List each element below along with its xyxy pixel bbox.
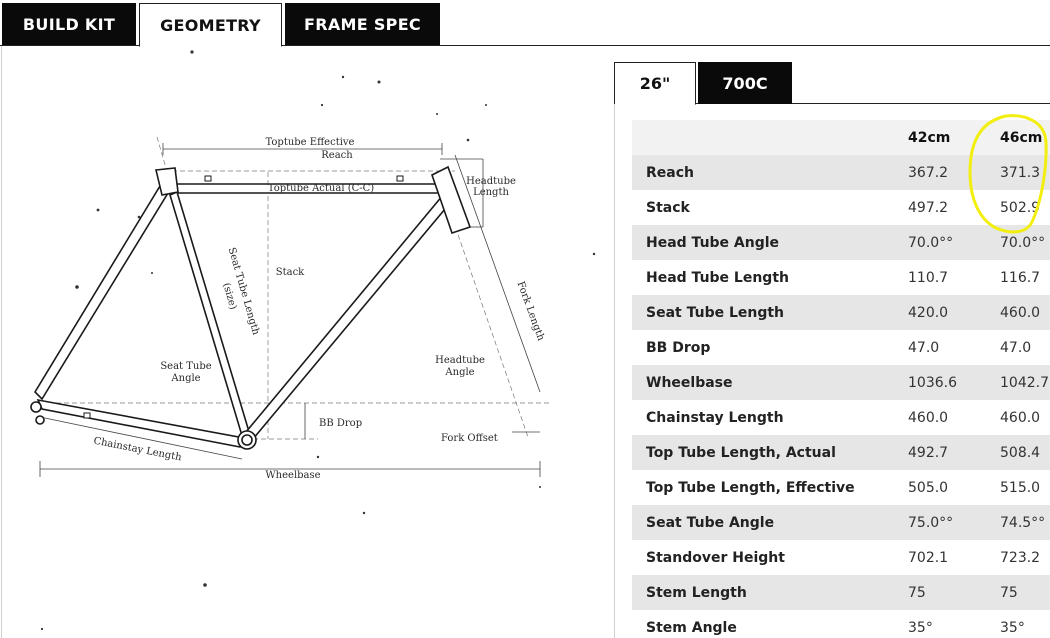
cell-46cm: 508.4 [1000, 444, 1041, 461]
table-row: BB Drop 47.0 47.0 [632, 330, 1050, 365]
size-tabs: 26" 700C [614, 62, 1050, 105]
cell-42cm: 1036.6 [908, 374, 957, 391]
table-row: Seat Tube Angle 75.0°° 74.5°° [632, 505, 1050, 540]
label-bb-drop: BB Drop [319, 418, 362, 429]
table-header-row: 42cm 46cm [632, 120, 1050, 155]
cell-42cm: 47.0 [908, 339, 940, 356]
tab-build-kit[interactable]: BUILD KIT [2, 3, 136, 45]
label-reach: Reach [321, 150, 353, 161]
table-row: Top Tube Length, Effective 505.0 515.0 [632, 470, 1050, 505]
table-row: Head Tube Angle 70.0°° 70.0°° [632, 225, 1050, 260]
label-seat-tube-size: (size) [220, 282, 238, 311]
row-label: Stack [646, 199, 690, 216]
tab-geometry[interactable]: GEOMETRY [139, 3, 282, 47]
cell-46cm: 35° [1000, 619, 1025, 636]
row-label: Reach [646, 164, 694, 181]
label-headtube-length: Length [473, 187, 509, 198]
table-row: Head Tube Length 110.7 116.7 [632, 260, 1050, 295]
table-row: Chainstay Length 460.0 460.0 [632, 400, 1050, 435]
row-label: Top Tube Length, Actual [646, 444, 836, 461]
label-fork-offset: Fork Offset [441, 433, 498, 444]
cell-42cm: 460.0 [908, 409, 949, 426]
cell-42cm: 367.2 [908, 164, 949, 181]
table-row: Stem Angle 35° 35° [632, 610, 1050, 638]
label-seat-tube-angle-1: Seat Tube [160, 361, 211, 372]
table-row: Top Tube Length, Actual 492.7 508.4 [632, 435, 1050, 470]
column-header-46cm: 46cm [1000, 129, 1043, 146]
row-label: Head Tube Angle [646, 234, 780, 251]
row-label: Head Tube Length [646, 269, 789, 286]
table-row: Stack 497.2 502.9 [632, 190, 1050, 225]
label-headtube-angle-1: Headtube [435, 355, 485, 366]
tab-26-inch[interactable]: 26" [614, 62, 696, 105]
label-chainstay-length: Chainstay Length [92, 436, 182, 464]
cell-46cm: 116.7 [1000, 269, 1041, 286]
geometry-diagram: Toptube Effective Reach Toptube Actual (… [0, 47, 610, 638]
cell-42cm: 75.0°° [908, 514, 954, 531]
cell-46cm: 515.0 [1000, 479, 1041, 496]
cell-42cm: 70.0°° [908, 234, 954, 251]
row-label: Seat Tube Length [646, 304, 785, 321]
table-row: Seat Tube Length 420.0 460.0 [632, 295, 1050, 330]
cell-42cm: 492.7 [908, 444, 949, 461]
label-toptube-effective: Toptube Effective [266, 137, 355, 148]
label-seat-tube-angle-2: Angle [170, 373, 200, 384]
tab-700c[interactable]: 700C [698, 62, 792, 104]
label-headtube: Headtube [466, 176, 516, 187]
row-label: Seat Tube Angle [646, 514, 775, 531]
label-wheelbase: Wheelbase [265, 470, 320, 481]
row-label: Chainstay Length [646, 409, 784, 426]
cell-46cm: 1042.7 [1000, 374, 1049, 391]
cell-42cm: 420.0 [908, 304, 949, 321]
cell-46cm: 460.0 [1000, 409, 1041, 426]
main-tabs: BUILD KIT GEOMETRY FRAME SPEC [0, 0, 1050, 47]
cell-42cm: 75 [908, 584, 926, 601]
cell-42cm: 702.1 [908, 549, 949, 566]
cell-46cm: 460.0 [1000, 304, 1041, 321]
cell-46cm: 47.0 [1000, 339, 1032, 356]
cell-42cm: 505.0 [908, 479, 949, 496]
content-border [1, 46, 2, 638]
tab-frame-spec[interactable]: FRAME SPEC [285, 3, 440, 45]
label-toptube-actual: Toptube Actual (C-C) [268, 183, 374, 194]
label-stack: Stack [276, 267, 305, 278]
column-header-42cm: 42cm [908, 129, 951, 146]
row-label: Stem Angle [646, 619, 737, 636]
table-row: Standover Height 702.1 723.2 [632, 540, 1050, 575]
cell-42cm: 497.2 [908, 199, 949, 216]
row-label: Stem Length [646, 584, 747, 601]
cell-46cm: 502.9 [1000, 199, 1041, 216]
cell-42cm: 110.7 [908, 269, 949, 286]
table-row: Wheelbase 1036.6 1042.7 [632, 365, 1050, 400]
panel-border [614, 104, 615, 638]
cell-46cm: 723.2 [1000, 549, 1041, 566]
label-headtube-angle-2: Angle [444, 367, 474, 378]
cell-42cm: 35° [908, 619, 933, 636]
table-row: Stem Length 75 75 [632, 575, 1050, 610]
row-label: Standover Height [646, 549, 785, 566]
cell-46cm: 371.3 [1000, 164, 1041, 181]
row-label: Top Tube Length, Effective [646, 479, 855, 496]
row-label: Wheelbase [646, 374, 733, 391]
geometry-table: 42cm 46cm Reach 367.2 371.3 Stack 497.2 … [632, 120, 1050, 638]
row-label: BB Drop [646, 339, 711, 356]
frame-diagram-svg: Toptube Effective Reach Toptube Actual (… [30, 50, 596, 631]
cell-46cm: 70.0°° [1000, 234, 1046, 251]
cell-46cm: 74.5°° [1000, 514, 1046, 531]
cell-46cm: 75 [1000, 584, 1018, 601]
table-row: Reach 367.2 371.3 [632, 155, 1050, 190]
